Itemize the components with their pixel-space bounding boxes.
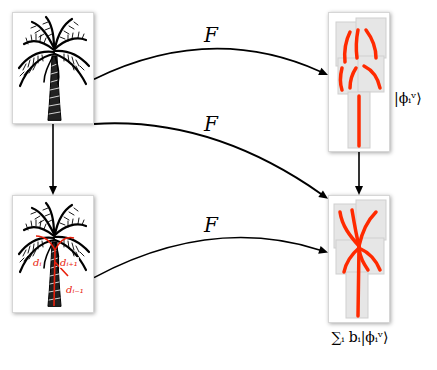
palm-tree-annotated bbox=[19, 203, 89, 306]
mapping-arrow bbox=[94, 123, 321, 194]
drawing-part bbox=[358, 246, 359, 316]
drawing-part bbox=[36, 236, 74, 306]
drawing-part bbox=[341, 68, 343, 90]
mapping-arrow bbox=[358, 152, 360, 187]
vector-figure-top bbox=[336, 18, 386, 148]
state-label: ∑ᵢ bᵢ|ϕᵢᵛ⟩ bbox=[332, 330, 389, 345]
mapping-arrow bbox=[94, 238, 320, 278]
drawing-part bbox=[356, 18, 386, 58]
distance-label: dᵢ bbox=[32, 257, 42, 268]
vector-figure-bottom bbox=[334, 200, 386, 318]
mapping-arrow bbox=[94, 49, 321, 80]
vector-panel: ∑ᵢ bᵢ|ϕᵢᵛ⟩ bbox=[328, 195, 390, 323]
drawing-part bbox=[344, 248, 359, 272]
drawing-part bbox=[352, 210, 359, 246]
map-label: F bbox=[204, 215, 218, 235]
image-panel: dᵢ dᵢ₊₁ dᵢ₋₁ bbox=[12, 195, 94, 313]
vector-panel: |ϕᵢᵛ⟩ bbox=[328, 12, 390, 152]
state-label: |ϕᵢᵛ⟩ bbox=[394, 91, 422, 106]
drawing-part bbox=[19, 203, 89, 306]
drawing-part bbox=[356, 30, 358, 58]
image-panel bbox=[12, 12, 94, 124]
drawing-part bbox=[366, 30, 376, 58]
arrow-head bbox=[49, 186, 57, 195]
distance-label: dᵢ₋₁ bbox=[65, 284, 85, 295]
arrow-head bbox=[318, 190, 328, 198]
arrow-head bbox=[318, 68, 328, 75]
palm-tree bbox=[19, 17, 89, 120]
mapping-arrow bbox=[52, 124, 54, 187]
map-label: F bbox=[204, 114, 218, 134]
drawing-part bbox=[358, 238, 384, 274]
drawing-part bbox=[359, 248, 380, 270]
map-label: F bbox=[204, 25, 218, 45]
drawing-part bbox=[359, 212, 376, 246]
drawing-part bbox=[340, 210, 380, 316]
arrow-head bbox=[355, 186, 363, 195]
drawing-part bbox=[341, 30, 381, 146]
drawing-part bbox=[345, 32, 350, 62]
drawing-part bbox=[359, 248, 368, 270]
drawing-part bbox=[350, 68, 356, 88]
distance-label: dᵢ₊₁ bbox=[59, 257, 79, 268]
drawing-part bbox=[357, 96, 361, 146]
arrow-head bbox=[318, 246, 328, 254]
drawing-part bbox=[348, 92, 370, 148]
drawing-part bbox=[358, 56, 384, 92]
drawing-part bbox=[19, 17, 89, 120]
drawing-part bbox=[364, 66, 380, 88]
